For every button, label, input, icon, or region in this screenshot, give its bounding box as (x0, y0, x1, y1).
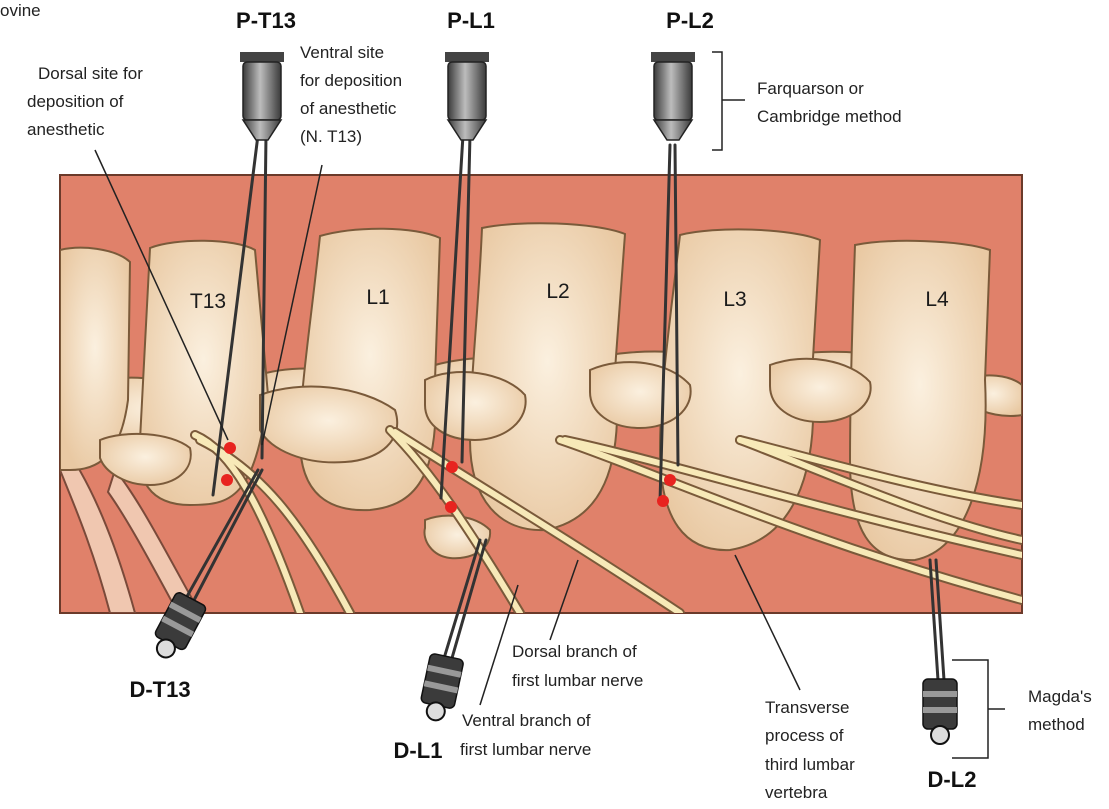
svg-text:Ventral site: Ventral site (300, 43, 384, 62)
svg-text:anesthetic: anesthetic (27, 120, 105, 139)
needle-label-d-l2: D-L2 (928, 767, 977, 792)
needle-hub-d-l1 (417, 653, 464, 724)
svg-text:Dorsal branch of: Dorsal branch of (512, 642, 637, 661)
annotation-dorsal-branch: Dorsal branch of first lumbar nerve (512, 642, 643, 690)
svg-text:for deposition: for deposition (300, 71, 402, 90)
needle-label-p-l1: P-L1 (447, 8, 495, 33)
annotation-magda-method: Magda's method (1028, 687, 1092, 734)
vertebra-label: T13 (190, 290, 226, 313)
needle-label-d-t13: D-T13 (129, 677, 190, 702)
annotation-farquarson: Farquarson or Cambridge method (757, 79, 902, 126)
injection-site-dot (445, 501, 457, 513)
injection-site-dot (224, 442, 236, 454)
svg-text:Cambridge method: Cambridge method (757, 107, 902, 126)
needle-label-p-t13: P-T13 (236, 8, 296, 33)
svg-text:process of: process of (765, 726, 844, 745)
svg-text:vertebra: vertebra (765, 783, 828, 802)
svg-text:Magda's: Magda's (1028, 687, 1092, 706)
annotation-dorsal-site: Dorsal site for deposition of anesthetic (27, 64, 143, 139)
needle-hub-d-l2 (923, 679, 957, 744)
needle-label-p-l2: P-L2 (666, 8, 714, 33)
injection-site-dot (664, 474, 676, 486)
svg-text:Dorsal site for: Dorsal site for (38, 64, 143, 83)
needle-hub-p-l1 (445, 52, 489, 140)
needle-label-d-l1: D-L1 (394, 738, 443, 763)
vertebra-label: L2 (546, 280, 569, 303)
svg-text:method: method (1028, 715, 1085, 734)
annotation-ventral-branch: Ventral branch of first lumbar nerve (460, 711, 591, 759)
svg-text:third lumbar: third lumbar (765, 755, 855, 774)
injection-site-dot (657, 495, 669, 507)
svg-text:first lumbar nerve: first lumbar nerve (460, 740, 591, 759)
vertebra-label: L3 (723, 288, 746, 311)
svg-text:Ventral branch of: Ventral branch of (462, 711, 591, 730)
injection-site-dot (446, 461, 458, 473)
needle-hub-p-t13 (240, 52, 284, 140)
svg-text:(N. T13): (N. T13) (300, 127, 362, 146)
cropped-caption-fragment: ovine (0, 1, 41, 20)
injection-site-dot (221, 474, 233, 486)
needle-hub-p-l2 (651, 52, 695, 140)
svg-text:deposition of: deposition of (27, 92, 124, 111)
svg-text:Farquarson or: Farquarson or (757, 79, 864, 98)
annotation-transverse-process: Transverse process of third lumbar verte… (765, 698, 855, 802)
svg-text:of anesthetic: of anesthetic (300, 99, 397, 118)
svg-text:first lumbar nerve: first lumbar nerve (512, 671, 643, 690)
vertebra-label: L4 (925, 288, 949, 311)
svg-text:Transverse: Transverse (765, 698, 849, 717)
annotation-ventral-site: Ventral site for deposition of anestheti… (300, 43, 402, 146)
vertebra-label: L1 (366, 286, 389, 309)
